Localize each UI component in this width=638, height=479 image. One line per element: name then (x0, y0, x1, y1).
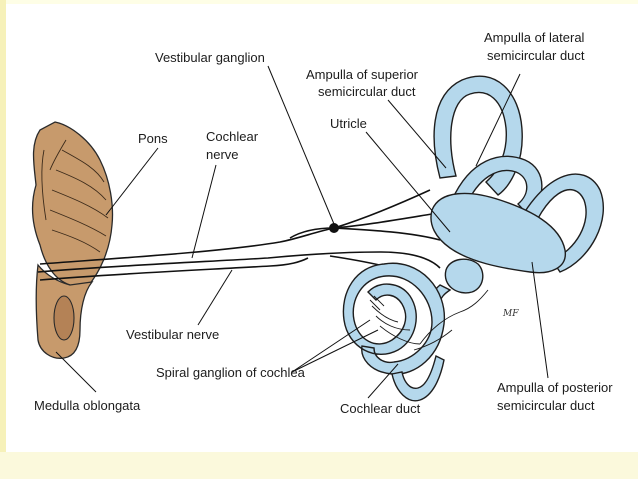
vestibular-branch-3 (333, 227, 441, 241)
label-ampulla-posterior-line1: Ampulla of posterior (497, 380, 613, 395)
membranous-labyrinth (342, 75, 605, 402)
label-cochlear-nerve-line2: nerve (206, 147, 239, 162)
label-ampulla-superior-line1: Ampulla of superior (306, 67, 419, 82)
saccule (444, 258, 484, 294)
vestibular-branch-2 (333, 213, 433, 229)
artist-signature: MF (502, 309, 519, 319)
posterior-semicircular-duct (509, 173, 605, 273)
leader-utricle (365, 131, 451, 233)
vestibular-nerve-upper (39, 227, 335, 265)
leader-spiral-ganglion-2 (291, 329, 379, 373)
leader-ampulla-lateral (475, 73, 521, 167)
label-cochlear-duct: Cochlear duct (340, 401, 421, 416)
slide-left-border (0, 0, 6, 479)
leader-cochlear-duct (367, 363, 399, 399)
brainstem (31, 121, 114, 359)
vestibular-ganglion-dot (329, 223, 339, 233)
label-spiral-ganglion: Spiral ganglion of cochlea (156, 365, 306, 380)
utricle-body (430, 192, 566, 274)
label-ampulla-lateral-line2: semicircular duct (487, 48, 585, 63)
cochlear-nerve-upper (37, 251, 441, 273)
slide-bottom-border (0, 452, 638, 479)
nerves (37, 189, 441, 283)
spiral-ganglion-fibres (369, 289, 489, 351)
cochlear-duct-spiral (342, 262, 446, 375)
leader-spiral-ganglion-1 (291, 319, 371, 373)
leader-vestibular-nerve (197, 269, 233, 326)
leader-lines (55, 65, 549, 399)
cochlear-nerve-lower (39, 257, 309, 281)
labels: Vestibular ganglion Ampulla of superior … (34, 30, 613, 416)
label-utricle: Utricle (330, 116, 367, 131)
leader-cochlear-nerve (191, 164, 217, 259)
label-ampulla-lateral-line1: Ampulla of lateral (484, 30, 585, 45)
label-pons: Pons (138, 131, 168, 146)
label-ampulla-posterior-line2: semicircular duct (497, 398, 595, 413)
leader-ampulla-superior (387, 99, 447, 169)
label-vestibular-nerve: Vestibular nerve (126, 327, 219, 342)
leader-vestibular-ganglion (267, 65, 335, 225)
label-cochlear-nerve-line1: Cochlear (206, 129, 259, 144)
leader-medulla (55, 351, 97, 393)
label-vestibular-ganglion: Vestibular ganglion (155, 50, 265, 65)
cochlear-duct-tail (391, 354, 445, 402)
label-ampulla-superior-line2: semicircular duct (318, 84, 416, 99)
leader-ampulla-posterior (531, 261, 549, 379)
label-medulla-oblongata: Medulla oblongata (34, 398, 141, 413)
pons-fiber-lines (41, 139, 109, 253)
olive-shape (53, 295, 75, 341)
leader-pons (105, 147, 159, 216)
